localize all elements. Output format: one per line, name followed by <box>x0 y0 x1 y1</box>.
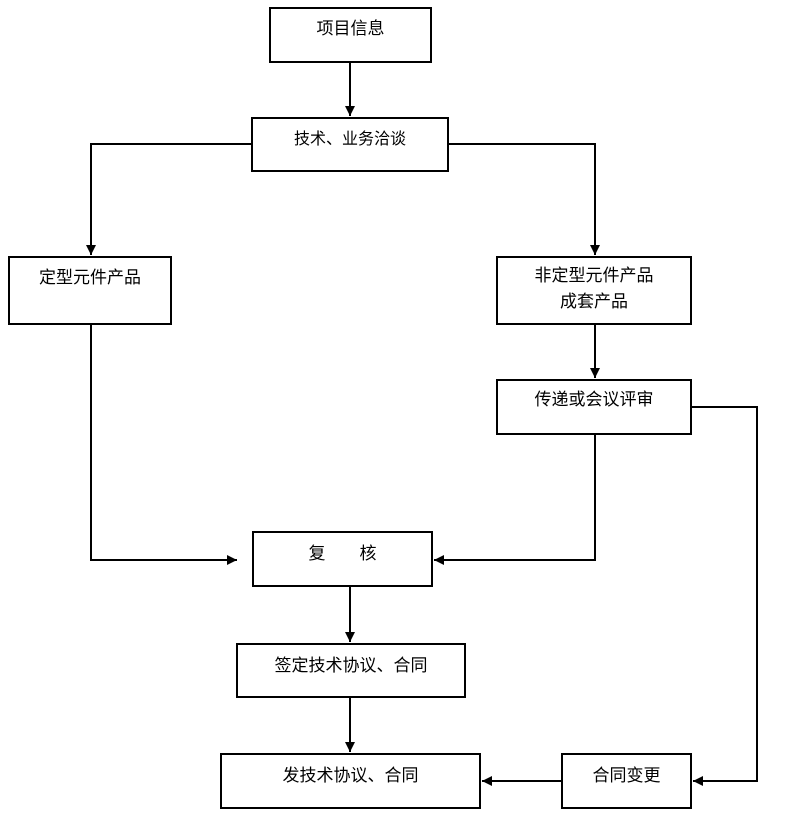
node-label-line-1: 非定型元件产品 <box>534 266 654 286</box>
arrow-jishu-to-dingxing <box>86 143 251 255</box>
node-circulation-or-meeting-review: 传递或会议评审 <box>496 379 692 435</box>
node-label-line-2: 成套产品 <box>560 292 628 312</box>
node-label: 定型元件产品 <box>39 268 141 288</box>
node-contract-change: 合同变更 <box>561 753 692 809</box>
arrow-chuandi-to-fuhe <box>434 435 596 565</box>
arrow-chuandi-to-biangeng <box>692 406 758 786</box>
node-label: 项目信息 <box>316 19 385 39</box>
node-nonstandard-and-complete-products: 非定型元件产品 成套产品 <box>496 256 692 325</box>
node-tech-business-negotiation: 技术、业务洽谈 <box>251 117 449 172</box>
node-label: 合同变更 <box>592 766 661 786</box>
node-project-info: 项目信息 <box>269 7 432 63</box>
node-standard-component-products: 定型元件产品 <box>8 256 172 325</box>
arrow-jishu-to-feidingxing <box>449 143 600 255</box>
node-sign-agreement-contract: 签定技术协议、合同 <box>236 643 466 698</box>
arrow-dingxing-to-fuhe <box>90 325 237 565</box>
node-label: 签定技术协议、合同 <box>274 656 428 676</box>
node-label: 传递或会议评审 <box>534 390 654 410</box>
node-label: 技术、业务洽谈 <box>293 129 406 148</box>
node-label: 复 核 <box>308 544 377 564</box>
node-recheck: 复 核 <box>252 531 433 587</box>
node-label: 发技术协议、合同 <box>282 766 419 786</box>
node-issue-agreement-contract: 发技术协议、合同 <box>220 753 481 809</box>
